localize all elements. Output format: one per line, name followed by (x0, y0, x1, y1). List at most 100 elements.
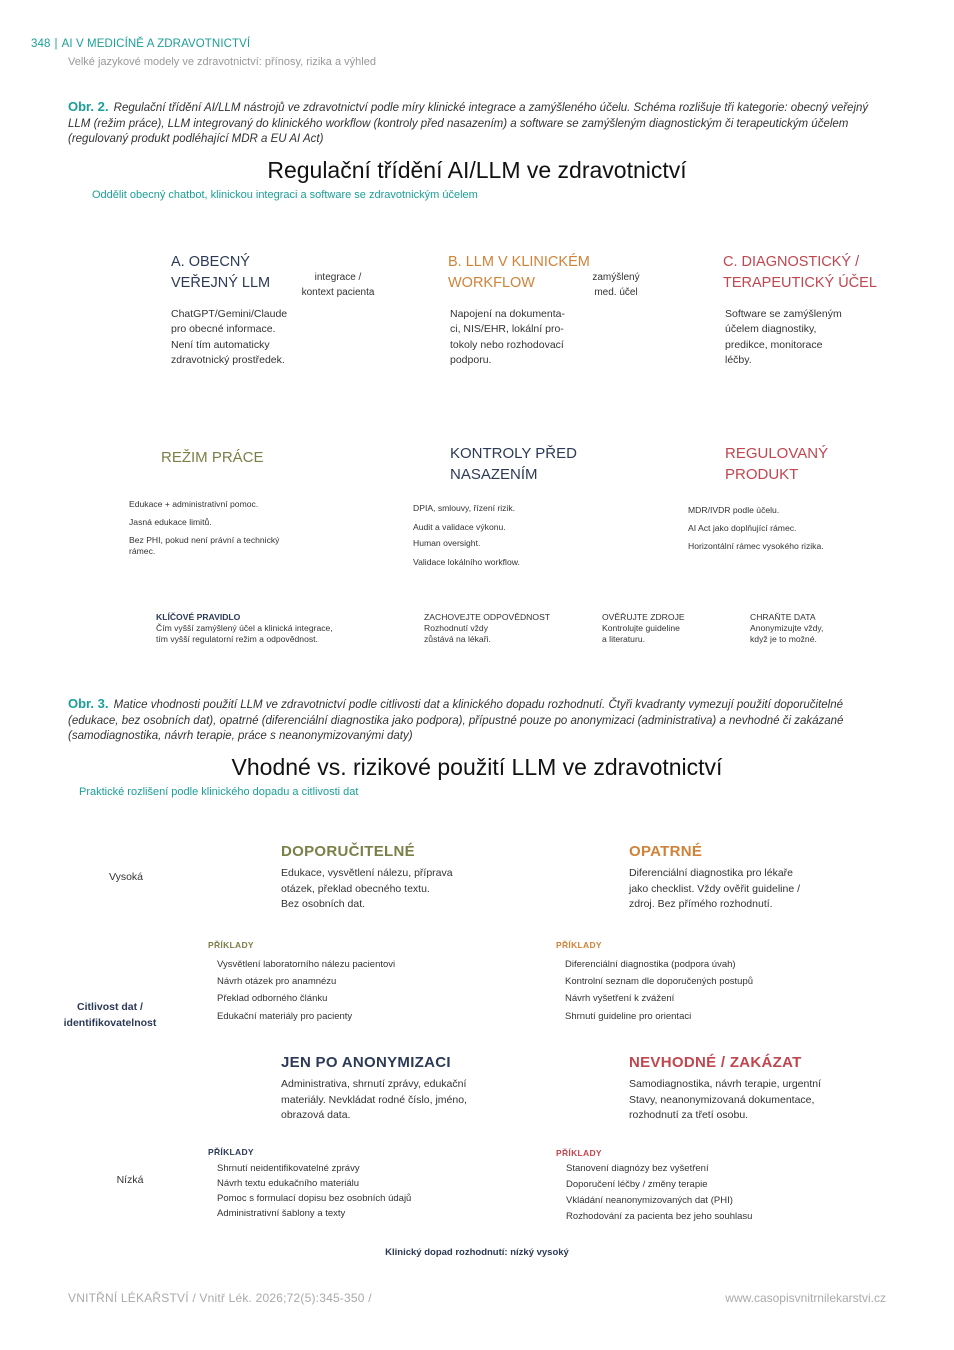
page-number: 348 (31, 38, 51, 50)
quadrant-body-line: jako checklist. Vždy ověřit guideline / (629, 882, 800, 895)
list-item: Shrnutí neidentifikovatelné zprávy (217, 1163, 360, 1174)
tip-line: Anonymizujte vždy, (750, 623, 824, 634)
list-item: Překlad odborného článku (217, 993, 328, 1005)
category-a-body: ChatGPT/Gemini/Claude pro obecné informa… (171, 307, 287, 368)
tip-responsibility: ZACHOVEJTE ODPOVĚDNOST Rozhodnutí vždy z… (424, 612, 574, 646)
category-a-body-line: Není tím automaticky (171, 338, 270, 351)
category-b-title-line2: WORKFLOW (448, 275, 535, 291)
category-a-title: A. OBECNÝ VEŘEJNÝ LLM (171, 252, 270, 294)
tip-sources: OVĚŘUJTE ZDROJE Kontrolujte guideline a … (602, 612, 732, 646)
fig2-label: Obr. 2. (68, 99, 109, 114)
category-a-body-line: pro obecné informace. (171, 323, 276, 336)
y-axis-label-line1: Citlivost dat / (77, 1001, 143, 1013)
category-c-body-line: léčby. (725, 353, 752, 366)
list-item: Validace lokálního workflow. (413, 557, 520, 567)
quadrant-anonymized-examples: Shrnutí neidentifikovatelné zprávy Návrh… (217, 1161, 411, 1221)
key-rule-title: KLÍČOVÉ PRAVIDLO (156, 612, 241, 622)
quadrant-body-line: Administrativa, shrnutí zprávy, edukační (281, 1078, 467, 1090)
fig3-label: Obr. 3. (68, 696, 109, 711)
list-item: Audit a validace výkonu. (413, 522, 506, 532)
footer-separator: / (192, 1291, 200, 1305)
list-item: MDR/IVDR podle účelu. (688, 505, 780, 515)
regime-work-list: Edukace + administrativní pomoc. Jasná e… (129, 499, 299, 564)
quadrant-body-line: Bez osobních dat. (281, 898, 366, 910)
list-item: Rozhodování za pacienta bez jeho souhlas… (566, 1211, 753, 1222)
quadrant-recommended-body: Edukace, vysvětlení nálezu, příprava otá… (281, 866, 453, 913)
category-b-body-line: ci, NIS/EHR, lokální pro- (450, 323, 564, 336)
category-a-body-line: zdravotnický prostředek. (171, 353, 285, 366)
category-a-body-line: ChatGPT/Gemini/Claude (171, 308, 288, 320)
fig2-caption-text: Regulační třídění AI/LLM nástrojů ve zdr… (68, 102, 869, 145)
flow-label-line: kontext pacienta (301, 286, 375, 298)
article-subtitle: Velké jazykové modely ve zdravotnictví: … (68, 56, 376, 68)
fig3-subtitle: Praktické rozlišení podle klinického dop… (79, 786, 359, 798)
fig3-caption: Obr. 3. Matice vhodnosti použití LLM ve … (68, 696, 888, 745)
tip-title: CHRAŇTE DATA (750, 612, 816, 622)
list-item: Vkládání neanonymizovaných dat (PHI) (566, 1195, 733, 1206)
fig2-title: Regulační třídění AI/LLM ve zdravotnictv… (267, 157, 687, 183)
footer-journal: VNITŘNÍ LÉKAŘSTVÍ (68, 1291, 189, 1305)
list-item: Pomoc s formulací dopisu bez osobních úd… (217, 1193, 412, 1204)
quadrant-forbidden-title: NEVHODNÉ / ZAKÁZAT (629, 1054, 802, 1071)
tip-data: CHRAŇTE DATA Anonymizujte vždy, když je … (750, 612, 880, 646)
tip-title: ZACHOVEJTE ODPOVĚDNOST (424, 612, 551, 622)
quadrant-body-line: zdroj. Bez přímého rozhodnutí. (629, 898, 773, 910)
examples-heading: PŘÍKLADY (208, 940, 254, 950)
footer-url[interactable]: www.casopisvnitrnilekarstvi.cz (725, 1291, 886, 1305)
quadrant-cautious-body: Diferenciální diagnostika pro lékaře jak… (629, 866, 800, 913)
quadrant-body-line: otázek, překlad obecného textu. (281, 882, 430, 895)
list-item: Návrh textu edukačního materiálu (217, 1178, 360, 1189)
quadrant-anonymized-title: JEN PO ANONYMIZACI (281, 1054, 451, 1071)
regime-product-list: MDR/IVDR podle účelu. AI Act jako doplňu… (688, 505, 868, 559)
list-item: Human oversight. (413, 538, 481, 548)
category-b-body-line: podporu. (450, 353, 492, 366)
regime-product-title: REGULOVANÝ PRODUKT (725, 443, 828, 485)
fig2-subtitle: Oddělit obecný chatbot, klinickou integr… (92, 189, 478, 201)
category-c-body-line: účelem diagnostiky, (725, 323, 817, 336)
running-header: 348|AI V MEDICÍNĚ A ZDRAVOTNICTVÍ (31, 38, 250, 50)
list-item: Bez PHI, pokud není právní a technický r… (129, 535, 280, 556)
regime-work-title-line1: REŽIM PRÁCE (161, 449, 264, 466)
list-item: Návrh otázek pro anamnézu (217, 976, 337, 988)
category-b-body: Napojení na dokumenta- ci, NIS/EHR, loká… (450, 307, 565, 368)
footer-citation-text: Vnitř Lék. 2026;72(5):345-350 (199, 1291, 365, 1305)
flow-label-line: integrace / (314, 272, 362, 283)
flow-label-integration: integrace / kontext pacienta (288, 271, 388, 300)
flow-label-purpose: zamýšlený med. účel (576, 271, 656, 300)
journal-section: AI V MEDICÍNĚ A ZDRAVOTNICTVÍ (61, 38, 251, 50)
tip-line: když je to možné. (750, 634, 817, 645)
tip-line: a literaturu. (602, 634, 645, 645)
examples-heading: PŘÍKLADY (208, 1147, 254, 1157)
list-item: Návrh vyšetření k zvážení (565, 993, 675, 1005)
y-axis-high: Vysoká (108, 871, 144, 883)
fig3-title: Vhodné vs. rizikové použití LLM ve zdrav… (231, 754, 723, 780)
key-rule: KLÍČOVÉ PRAVIDLO Čím vyšší zamýšlený úče… (156, 612, 376, 646)
quadrant-recommended-examples: Vysvětlení laboratorního nálezu paciento… (217, 956, 395, 1025)
category-c-title-line2: TERAPEUTICKÝ ÚČEL (723, 275, 877, 291)
y-axis-label: Citlivost dat / identifikovatelnost (55, 999, 165, 1031)
category-c-title: C. DIAGNOSTICKÝ / TERAPEUTICKÝ ÚČEL (723, 252, 877, 294)
list-item: Edukační materiály pro pacienty (217, 1010, 353, 1022)
category-a-title-line2: VEŘEJNÝ LLM (171, 275, 271, 291)
list-item: Horizontální rámec vysokého rizika. (688, 541, 824, 551)
key-rule-line: Čím vyšší zamýšlený účel a klinická inte… (156, 623, 333, 634)
quadrant-body-line: materiály. Nevkládat rodné číslo, jméno, (281, 1093, 467, 1106)
list-item: Administrativní šablony a texty (217, 1208, 346, 1219)
list-item: Edukace + administrativní pomoc. (129, 499, 259, 509)
quadrant-cautious-examples: Diferenciální diagnostika (podpora úvah)… (565, 956, 753, 1025)
category-c-body-line: Software se zamýšleným (725, 308, 842, 320)
tip-title: OVĚŘUJTE ZDROJE (602, 612, 685, 622)
regime-controls-list: DPIA, smlouvy, řízení rizik. Audit a val… (413, 503, 593, 575)
list-item: Vysvětlení laboratorního nálezu paciento… (217, 959, 396, 970)
list-item: Doporučení léčby / změny terapie (566, 1179, 708, 1190)
quadrant-forbidden-body: Samodiagnostika, návrh terapie, urgentní… (629, 1077, 821, 1124)
fig2-caption: Obr. 2. Regulační třídění AI/LLM nástroj… (68, 99, 888, 148)
x-axis-label: Klinický dopad rozhodnutí: nízký vysoký (385, 1247, 569, 1258)
fig3-caption-text: Matice vhodnosti použití LLM ve zdravotn… (68, 699, 844, 742)
quadrant-body-line: rozhodnutí za třetí osobu. (629, 1109, 749, 1121)
footer-separator: / (368, 1291, 372, 1305)
regime-controls-title: KONTROLY PŘED NASAZENÍM (450, 443, 577, 485)
y-axis-label-line2: identifikovatelnost (63, 1017, 157, 1029)
regime-work-title: REŽIM PRÁCE (161, 447, 264, 468)
quadrant-body-line: Stavy, neanonymizovaná dokumentace, (629, 1093, 815, 1106)
